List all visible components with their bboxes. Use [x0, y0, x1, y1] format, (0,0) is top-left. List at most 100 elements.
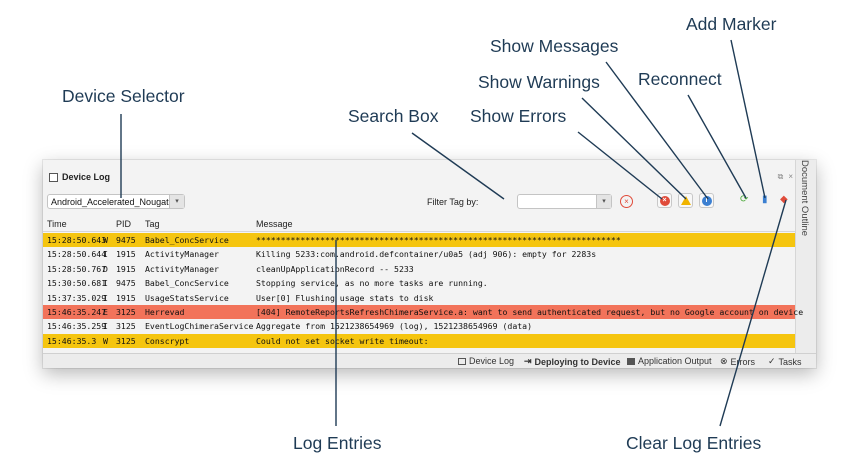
search-input[interactable]: ▾ — [517, 194, 612, 209]
chevron-down-icon: ▾ — [169, 195, 184, 208]
output-icon — [627, 357, 635, 365]
log-pid: 3125 — [116, 335, 136, 346]
log-message: ****************************************… — [256, 235, 621, 245]
column-pid[interactable]: PID — [116, 219, 132, 229]
log-tag: Babel_ConcService — [145, 278, 229, 289]
status-deploying[interactable]: ⇥ Deploying to Device — [524, 356, 621, 367]
panel-header: Device Log ⧉ × Android_Accelerated_Nouga… — [43, 160, 795, 209]
status-tasks-label: Tasks — [778, 356, 802, 367]
marker-icon[interactable]: ▮ — [762, 194, 768, 205]
log-table-header: Time PID Tag Message — [43, 216, 795, 232]
log-row[interactable]: 15:46:35.3 W 3125 Conscrypt Could not set so… — [43, 333, 795, 349]
log-pid: 3125 — [116, 306, 136, 317]
callout-search-box: Search Box — [348, 106, 439, 126]
status-errors[interactable]: ⊗ Errors — [720, 356, 755, 367]
status-device-log[interactable]: Device Log — [458, 356, 514, 366]
log-message: Stopping service, as no more tasks are r… — [256, 278, 488, 289]
status-errors-label: Errors — [730, 356, 756, 367]
document-outline-label: Document Outline — [799, 160, 810, 237]
reconnect-icon[interactable]: ⟳ — [740, 194, 749, 205]
chevron-down-icon[interactable]: ▾ — [596, 195, 611, 208]
device-selector-value: Android_Accelerated_Nougat — [51, 197, 169, 207]
log-pid: 9475 — [116, 235, 136, 245]
log-message: User[0] Flushing usage stats to disk — [256, 292, 434, 303]
log-message: Aggregate from 1521238654969 (log), 1521… — [256, 321, 533, 332]
show-messages-button[interactable]: i — [699, 193, 714, 208]
document-outline-tab[interactable]: Document Outline — [795, 160, 816, 353]
status-device-log-label: Device Log — [469, 356, 515, 366]
log-pid: 3125 — [116, 321, 136, 332]
log-message: cleanUpApplicationRecord -- 5233 — [256, 263, 414, 274]
callout-reconnect: Reconnect — [638, 69, 722, 89]
log-pid: 1915 — [116, 263, 136, 274]
panel-title: Device Log — [49, 172, 110, 182]
log-pid: 1915 — [116, 249, 136, 260]
info-icon: i — [701, 195, 712, 206]
column-message[interactable]: Message — [256, 219, 293, 229]
log-message: [404] RemoteReportsRefreshChimeraService… — [256, 306, 804, 317]
log-level: W — [103, 335, 108, 346]
panel-controls: ⧉ × — [778, 172, 793, 182]
log-level: I — [103, 321, 108, 332]
callout-show-messages: Show Messages — [490, 36, 619, 56]
log-message: Killing 5233:com.android.defcontainer/u0… — [256, 249, 597, 260]
log-pid: 1915 — [116, 292, 136, 303]
clear-log-icon[interactable]: ◆ — [780, 194, 788, 205]
log-time: 15:28:50.644 — [47, 249, 107, 260]
log-tag: ActivityManager — [145, 249, 219, 260]
log-time: 15:28:50.767 — [47, 263, 107, 274]
log-time: 15:30:50.681 — [47, 278, 107, 289]
log-level: E — [103, 306, 108, 317]
log-time: 15:28:50.643 — [47, 235, 107, 245]
log-time: 15:46:35.3 — [47, 335, 97, 346]
device-selector[interactable]: Android_Accelerated_Nougat ▾ — [47, 194, 185, 209]
status-deploying-label: Deploying to Device — [534, 356, 621, 367]
status-application-output[interactable]: Application Output — [627, 356, 712, 366]
column-tag[interactable]: Tag — [145, 219, 160, 229]
close-icon[interactable]: × — [788, 172, 793, 181]
log-level: W — [103, 235, 108, 245]
log-time: 15:46:35.247 — [47, 306, 107, 317]
callout-show-errors: Show Errors — [470, 106, 567, 126]
log-level: D — [103, 263, 108, 274]
callout-device-selector: Device Selector — [62, 86, 185, 106]
panel-title-label: Device Log — [62, 172, 111, 182]
show-warnings-button[interactable] — [678, 193, 693, 208]
device-log-icon — [458, 357, 466, 365]
error-icon: × — [659, 195, 670, 206]
log-time: 15:46:35.259 — [47, 321, 107, 332]
dock-icon[interactable]: ⧉ — [777, 172, 784, 181]
log-tag: Babel_ConcService — [145, 235, 229, 245]
callout-add-marker: Add Marker — [686, 14, 777, 34]
filter-tag-label: Filter Tag by: — [427, 197, 479, 207]
log-tag: EventLogChimeraService — [145, 321, 254, 332]
log-level: I — [103, 278, 108, 289]
status-tasks[interactable]: ✓ Tasks — [768, 356, 802, 367]
panel-icon — [49, 172, 58, 182]
log-time: 15:37:35.029 — [47, 292, 107, 303]
log-tag: Herrevad — [145, 306, 185, 317]
warning-icon — [680, 196, 691, 205]
log-level: I — [103, 249, 108, 260]
column-time[interactable]: Time — [47, 219, 67, 229]
log-level: I — [103, 292, 108, 303]
status-application-output-label: Application Output — [638, 356, 712, 366]
log-tag: UsageStatsService — [145, 292, 229, 303]
status-bar: Device Log ⇥ Deploying to Device Applica… — [43, 353, 816, 368]
callout-show-warnings: Show Warnings — [478, 72, 600, 92]
log-tag: ActivityManager — [145, 263, 219, 274]
device-log-window: Device Log ⧉ × Android_Accelerated_Nouga… — [43, 160, 816, 368]
show-errors-button[interactable]: × — [657, 193, 672, 208]
log-message: Could not set socket write timeout: — [256, 335, 429, 346]
log-pid: 9475 — [116, 278, 136, 289]
clear-search-icon[interactable]: × — [620, 195, 633, 208]
log-tag: Conscrypt — [145, 335, 190, 346]
